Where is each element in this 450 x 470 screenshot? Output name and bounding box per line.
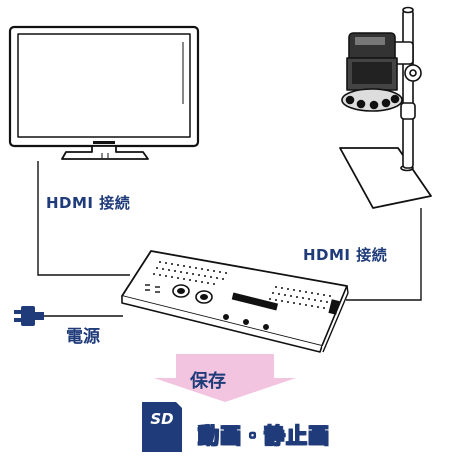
down-arrow-icon — [154, 354, 296, 402]
hdmi-label-microscope: HDMI 接続 — [303, 246, 388, 264]
connection-lines — [37, 161, 422, 317]
media-label: 動画・静止画 — [197, 423, 330, 448]
power-label: 電源 — [66, 327, 100, 347]
tv-monitor-icon — [8, 25, 200, 160]
microscope-camera-icon — [339, 6, 432, 209]
controller-box-icon — [121, 250, 349, 353]
power-plug-icon — [14, 306, 44, 326]
hdmi-cable-microscope — [346, 208, 422, 301]
sd-card-icon — [142, 402, 182, 452]
save-label: 保存 — [190, 371, 226, 392]
hdmi-cable-monitor — [37, 161, 130, 276]
hdmi-label-monitor: HDMI 接続 — [46, 194, 131, 212]
sd-card-logo-text: SD — [150, 410, 174, 428]
